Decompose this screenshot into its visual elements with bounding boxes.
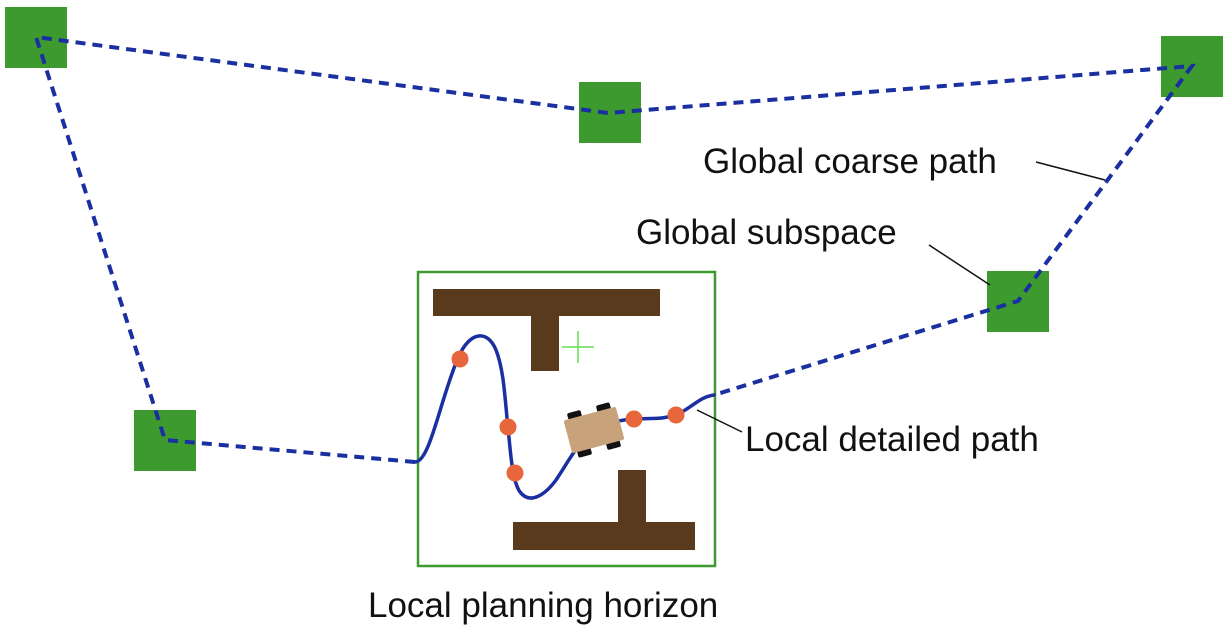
waypoints [451, 350, 685, 482]
obstacle-top-stem [531, 289, 559, 371]
waypoint [667, 406, 685, 424]
leader-line-global-subspace [928, 244, 991, 286]
global-coarse-path [33, 34, 1197, 464]
global-subspace-square [5, 7, 67, 68]
obstacle-bottom-bar [513, 522, 695, 550]
global-subspaces [5, 7, 1223, 471]
leader-line-local-detailed-path [696, 409, 743, 433]
goal-crosshair-icon [562, 331, 594, 363]
waypoint [451, 350, 469, 368]
label-local-detailed-path: Local detailed path [745, 420, 1039, 459]
obstacle-bottom-stem [618, 470, 646, 550]
robot-vehicle-icon [563, 402, 625, 458]
waypoint [499, 418, 517, 436]
waypoint [506, 464, 524, 482]
waypoint [625, 410, 643, 428]
label-global-coarse-path: Global coarse path [703, 142, 997, 181]
label-local-planning-horizon: Local planning horizon [368, 586, 718, 625]
local-detailed-path [413, 334, 716, 500]
label-global-subspace: Global subspace [636, 213, 897, 252]
global-subspace-square [579, 82, 641, 143]
leader-line-global-coarse-path [1035, 161, 1106, 181]
leader-lines [696, 161, 1106, 433]
obstacles [433, 289, 695, 550]
